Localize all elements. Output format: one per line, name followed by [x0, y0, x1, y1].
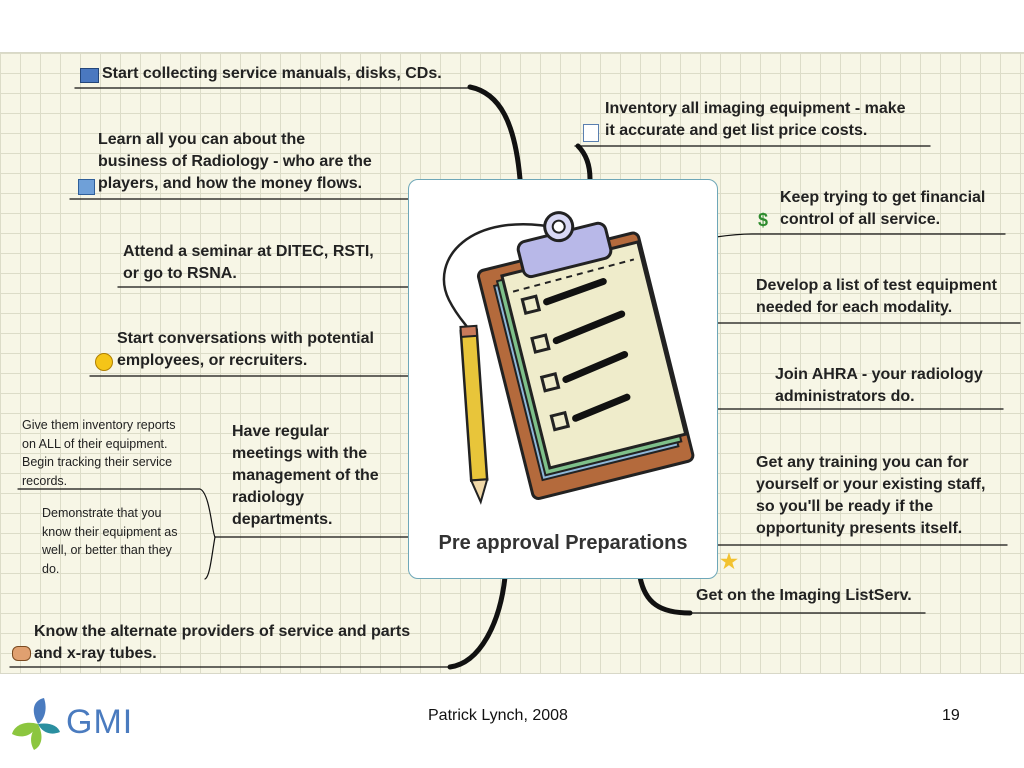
node-get-training[interactable]: Get any training you can for yourself or… — [756, 452, 985, 540]
node-text: Attend a seminar at DITEC, RSTI, or go t… — [123, 243, 374, 282]
node-imaging-listserv[interactable]: ★ Get on the Imaging ListServ. — [696, 551, 912, 607]
gmi-logo-icon — [12, 698, 60, 750]
node-collect-manuals[interactable]: Start collecting service manuals, disks,… — [80, 63, 442, 85]
logo-text: GMI — [66, 703, 134, 741]
central-topic[interactable]: Pre approval Preparations — [408, 179, 718, 579]
handshake-icon — [12, 646, 31, 661]
footer-author: Patrick Lynch, 2008 — [428, 707, 568, 724]
subnode-inventory-reports[interactable]: Give them inventory reports on ALL of th… — [22, 418, 176, 488]
subnode-demonstrate[interactable]: Demonstrate that you know their equipmen… — [42, 506, 178, 576]
node-text: Get any training you can for yourself or… — [756, 454, 986, 537]
clipboard-icon — [442, 211, 695, 505]
node-inventory-equipment[interactable]: Inventory all imaging equipment - make i… — [583, 98, 906, 142]
notebook-icon — [78, 179, 95, 195]
node-text: Develop a list of test equipment needed … — [756, 277, 997, 316]
node-text: Get on the Imaging ListServ. — [696, 587, 912, 604]
node-alternate-providers[interactable]: Know the alternate providers of service … — [12, 621, 410, 665]
node-test-equipment[interactable]: Develop a list of test equipment needed … — [756, 275, 997, 319]
branch-lines — [9, 84, 1021, 670]
node-start-conversations[interactable]: Start conversations with potential emplo… — [95, 328, 374, 372]
node-text: Keep trying to get financial control of … — [780, 189, 986, 228]
node-text: Start conversations with potential emplo… — [117, 330, 374, 369]
pencil-note-icon — [583, 124, 599, 142]
node-text: Start collecting service manuals, disks,… — [102, 65, 442, 82]
node-join-ahra[interactable]: Join AHRA - your radiology administrator… — [775, 364, 983, 408]
smiley-icon — [95, 353, 113, 371]
binder-icon — [80, 68, 99, 83]
node-text: Know the alternate providers of service … — [34, 623, 411, 662]
page-number: 19 — [942, 707, 960, 724]
node-text: Learn all you can about the business of … — [98, 131, 372, 192]
node-text: Have regular meetings with the managemen… — [232, 423, 379, 528]
node-text: Inventory all imaging equipment - make i… — [605, 100, 906, 139]
central-topic-title: Pre approval Preparations — [438, 532, 688, 554]
dollar-icon: $ — [758, 210, 769, 230]
node-attend-seminar[interactable]: Attend a seminar at DITEC, RSTI, or go t… — [123, 241, 374, 285]
star-icon: ★ — [720, 551, 738, 573]
node-learn-business[interactable]: Learn all you can about the business of … — [76, 129, 372, 195]
node-financial-control[interactable]: $ Keep trying to get financial control o… — [758, 187, 985, 231]
node-regular-meetings[interactable]: Have regular meetings with the managemen… — [232, 421, 379, 531]
node-text: Join AHRA - your radiology administrator… — [775, 366, 983, 405]
mind-map-canvas: Pre approval Preparations Start collecti… — [0, 52, 1024, 674]
